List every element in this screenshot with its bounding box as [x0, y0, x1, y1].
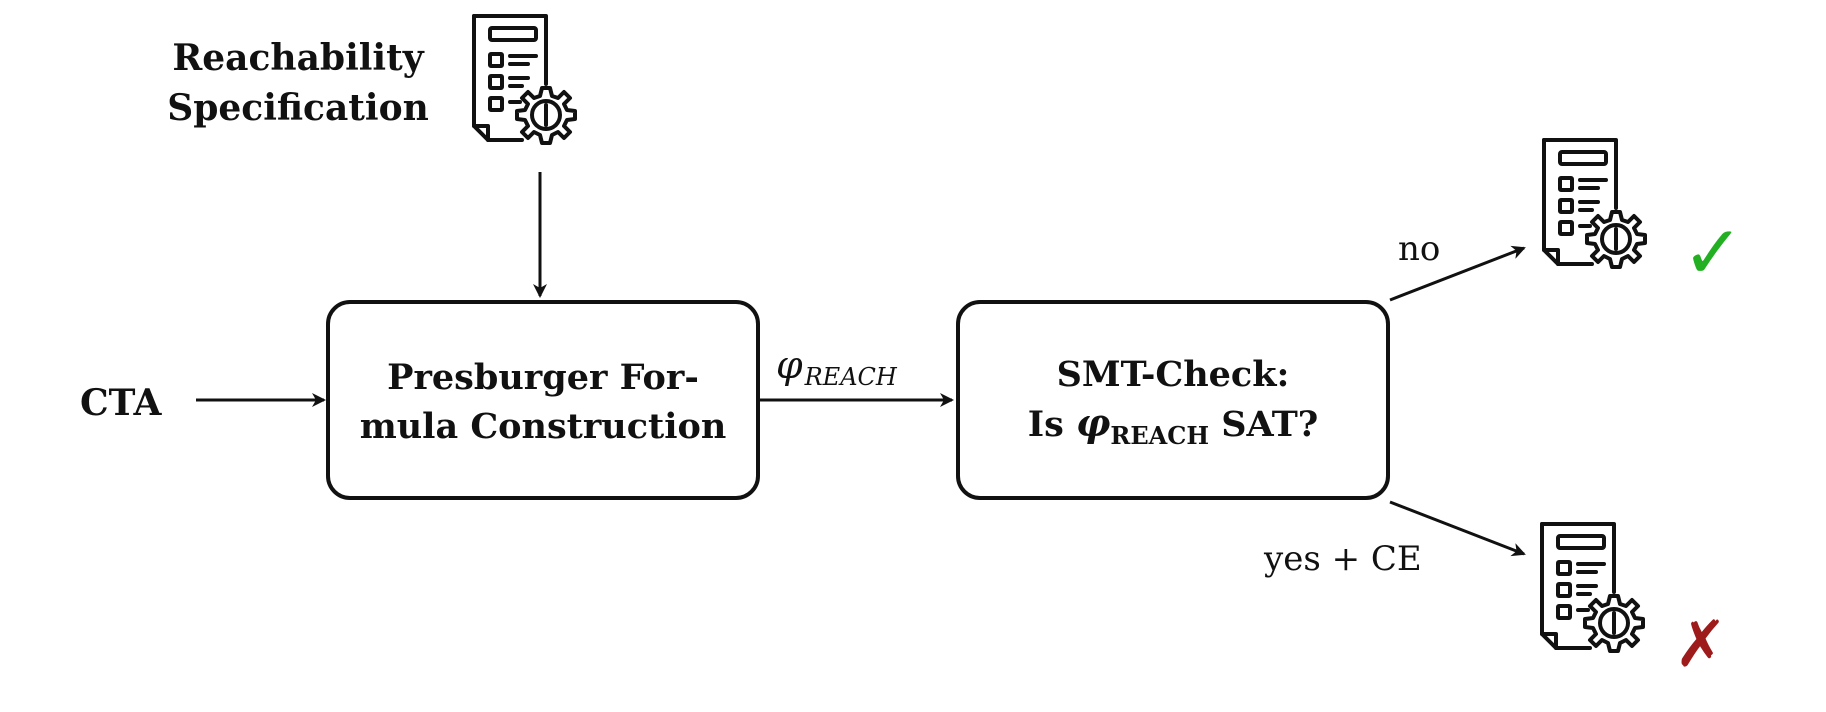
spec-label-line2: Specification	[167, 87, 429, 129]
document-gear-icon	[1542, 138, 1647, 269]
smt-check-box: SMT-Check: Is φREACH SAT?	[956, 300, 1390, 500]
failure-cross-icon: ✗	[1674, 608, 1728, 682]
formula-subscript: REACH	[804, 363, 898, 391]
formula-phi: φ	[776, 343, 803, 387]
reachability-spec-input: Reachability Specification	[167, 14, 577, 145]
presburger-construction-box: Presburger For- mula Construction	[326, 300, 760, 500]
smt-suffix: SAT?	[1209, 404, 1318, 445]
smt-label-line2: Is φREACH SAT?	[1028, 400, 1319, 450]
smt-label-line1: SMT-Check:	[1057, 354, 1290, 395]
spec-label-line1: Reachability	[172, 37, 424, 79]
failure-outcome: ✗	[1540, 522, 1728, 682]
document-gear-icon	[472, 14, 577, 145]
document-gear-icon	[1540, 522, 1645, 653]
cta-label: CTA	[80, 382, 162, 424]
yes-ce-label: yes + CE	[1263, 539, 1422, 579]
construction-label-line2: mula Construction	[360, 406, 727, 447]
smt-subscript: REACH	[1110, 421, 1209, 450]
no-label: no	[1398, 229, 1440, 269]
arrow-yes	[1389, 500, 1526, 557]
formula-edge-label: φREACH	[776, 343, 898, 391]
smt-prefix: Is	[1028, 404, 1076, 445]
success-outcome: ✓	[1542, 138, 1744, 296]
smt-phi: φ	[1076, 400, 1110, 445]
success-check-icon: ✓	[1682, 210, 1744, 296]
construction-label-line1: Presburger For-	[387, 357, 699, 398]
arrow-no	[1389, 245, 1526, 302]
